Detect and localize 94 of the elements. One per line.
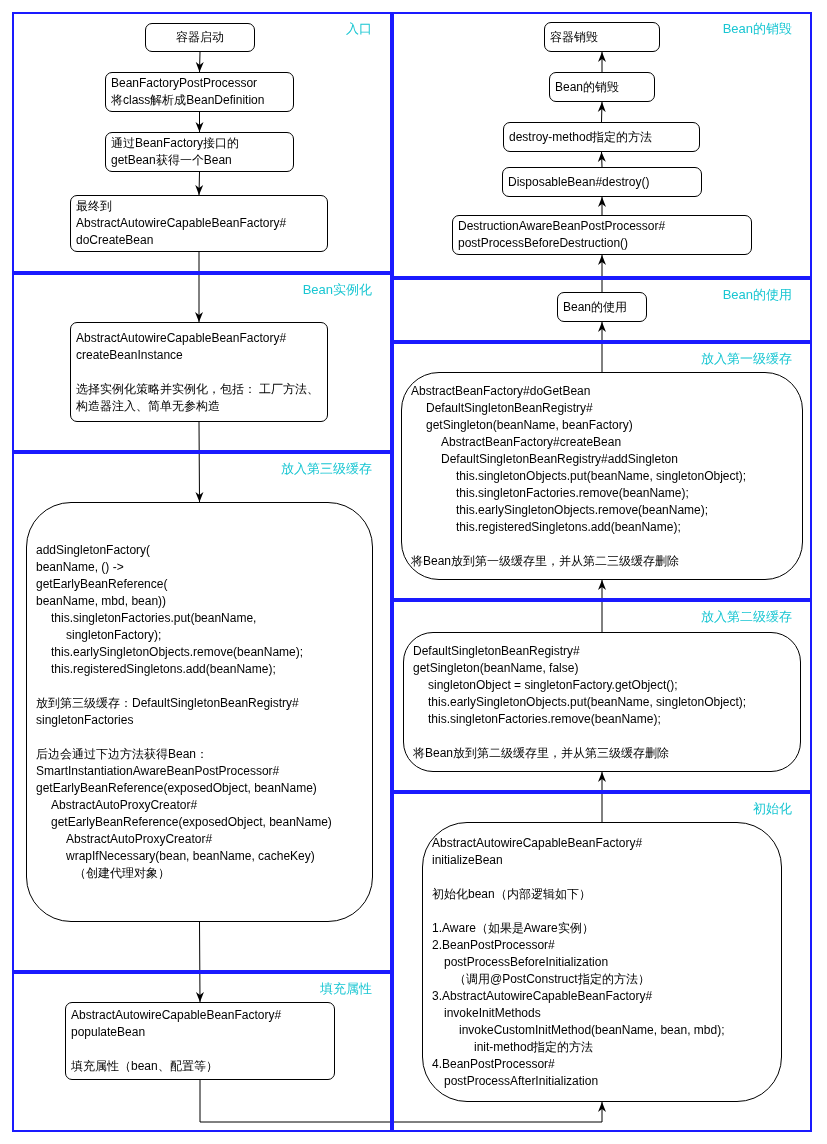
arrow	[195, 921, 204, 1003]
box-text: 容器销毁	[550, 28, 599, 46]
lane-panel	[392, 342, 812, 600]
process-box	[549, 72, 655, 102]
lane-title: 填充属性	[320, 980, 372, 998]
lane-panel	[392, 12, 812, 278]
box-text: DestructionAwareBeanPostProcessor# postProcessBeforeDestruction()	[458, 218, 667, 252]
arrow	[199, 1079, 606, 1123]
box-text: （创建代理对象）	[73, 865, 171, 882]
box-text: this.singletonFactories.remove(beanName);	[427, 710, 662, 728]
lane-title: Bean实例化	[302, 281, 372, 299]
process-box	[422, 822, 782, 1102]
arrow	[598, 579, 606, 633]
box-text: 将Bean放到第一级缓存里，并从第二三级缓存删除	[411, 552, 681, 570]
lane-title: Bean的销毁	[722, 20, 792, 38]
arrow	[597, 151, 606, 168]
box-text: Bean的使用	[563, 298, 629, 316]
lane-title: 放入第二级缓存	[701, 608, 792, 626]
box-text: AbstractBeanFactory#doGetBean	[411, 382, 592, 400]
arrow	[195, 171, 204, 196]
box-text: this.earlySingletonObjects.remove(beanName);	[50, 644, 305, 661]
box-text: 2.BeanPostProcessor# postProcessBeforeInitialization	[432, 936, 610, 971]
arrow	[597, 101, 606, 123]
process-box	[65, 1002, 335, 1080]
lane-title: 放入第三级缓存	[281, 460, 372, 478]
box-text: AbstractAutowireCapableBeanFactory# initializeBean	[432, 834, 644, 869]
process-box	[557, 292, 647, 322]
arrow	[598, 771, 606, 823]
box-text: this.singletonFactories.remove(beanName);	[455, 484, 690, 502]
lane-panel	[12, 972, 392, 1132]
process-box	[145, 23, 255, 52]
arrow	[195, 111, 204, 133]
arrow	[195, 251, 203, 323]
box-text: SmartInstantiationAwareBeanPostProcessor# getEarlyBeanReference(exposedObject, beanName)	[36, 763, 318, 797]
arrow	[598, 321, 606, 373]
process-box	[502, 167, 702, 197]
box-text: 容器启动	[175, 29, 225, 46]
box-text: 填充属性（bean、配置等）	[71, 1058, 219, 1075]
box-text: 1.Aware（如果是Aware实例）	[432, 919, 595, 937]
box-text: 选择实例化策略并实例化，包括： 工厂方法、构造器注入、简单无参构造	[76, 380, 321, 415]
box-text: BeanFactoryPostProcessor 将class解析成BeanDefinition	[111, 75, 266, 109]
box-text: DisposableBean#destroy()	[508, 173, 651, 191]
box-text: DefaultSingletonBeanRegistry# getSingleton(beanName, false)	[413, 642, 581, 677]
lane-panel	[392, 792, 812, 1132]
lane-title: Bean的使用	[722, 286, 792, 304]
process-box	[544, 22, 660, 52]
box-text: init-method指定的方法	[473, 1038, 595, 1056]
box-text: this.registeredSingletons.add(beanName);	[50, 661, 277, 678]
box-text: 后边会通过下边方法获得Bean：	[36, 746, 210, 763]
box-text: this.earlySingletonObjects.remove(beanName);	[455, 501, 710, 519]
box-text: 4.BeanPostProcessor# postProcessAfterInitialization	[432, 1055, 600, 1090]
arrow	[195, 51, 204, 73]
box-text: DefaultSingletonBeanRegistry#addSingleton	[440, 450, 679, 468]
lane-title: 入口	[346, 20, 372, 38]
box-text: AbstractAutoProxyCreator# wrapIfNecessary(bean, beanName, cacheKey)	[65, 831, 316, 865]
process-box	[105, 72, 294, 112]
process-box	[503, 122, 700, 152]
arrow	[598, 254, 606, 293]
process-box	[452, 215, 752, 255]
process-box	[105, 132, 294, 172]
box-text: DefaultSingletonBeanRegistry# getSingleton(beanName, beanFactory)	[425, 399, 634, 434]
box-text: 通过BeanFactory接口的 getBean获得一个Bean	[111, 135, 241, 169]
lane-title: 初始化	[753, 800, 792, 818]
box-text: Bean的销毁	[555, 78, 621, 96]
box-text: addSingletonFactory( beanName, () -> getEarlyBeanReference( beanName, mbd, bean))	[36, 542, 169, 610]
lane-panel	[392, 600, 812, 792]
process-box	[403, 632, 801, 772]
box-text: AbstractAutoProxyCreator# getEarlyBeanReference(exposedObject, beanName)	[50, 797, 333, 831]
lane-panel	[12, 452, 392, 972]
arrow	[598, 196, 606, 216]
lane-panel	[392, 278, 812, 342]
box-text: destroy-method指定的方法	[509, 128, 654, 146]
box-text: （调用@PostConstruct指定的方法）	[453, 970, 651, 988]
box-text: this.earlySingletonObjects.put(beanName, singletonObject);	[427, 693, 748, 711]
arrow	[598, 51, 606, 73]
lane-title: 放入第一级缓存	[701, 350, 792, 368]
box-text: 初始化bean（内部逻辑如下）	[432, 885, 592, 903]
box-text: AbstractBeanFactory#createBean	[440, 433, 623, 451]
box-text: this.singletonObjects.put(beanName, singletonObject);	[455, 467, 748, 485]
box-text: this.registeredSingletons.add(beanName);	[455, 518, 682, 536]
box-text: this.singletonFactories.put(beanName, singletonFactory);	[50, 610, 258, 644]
box-text: invokeCustomInitMethod(beanName, bean, mbd);	[458, 1021, 726, 1039]
box-text: singletonObject = singletonFactory.getObject();	[427, 676, 679, 694]
box-text: 放到第三级缓存：DefaultSingletonBeanRegistry# singletonFactories	[36, 695, 300, 729]
process-box	[70, 322, 328, 422]
lane-panel	[12, 273, 392, 452]
process-box	[26, 502, 373, 922]
box-text: AbstractAutowireCapableBeanFactory# populateBean	[71, 1007, 283, 1041]
process-box	[70, 195, 328, 252]
process-box	[401, 372, 803, 580]
box-text: AbstractAutowireCapableBeanFactory# createBeanInstance	[76, 329, 288, 364]
box-text: 将Bean放到第二级缓存里，并从第三级缓存删除	[413, 744, 671, 762]
lane-panel	[12, 12, 392, 273]
box-text: 最终到 AbstractAutowireCapableBeanFactory# doCreateBean	[76, 198, 288, 249]
